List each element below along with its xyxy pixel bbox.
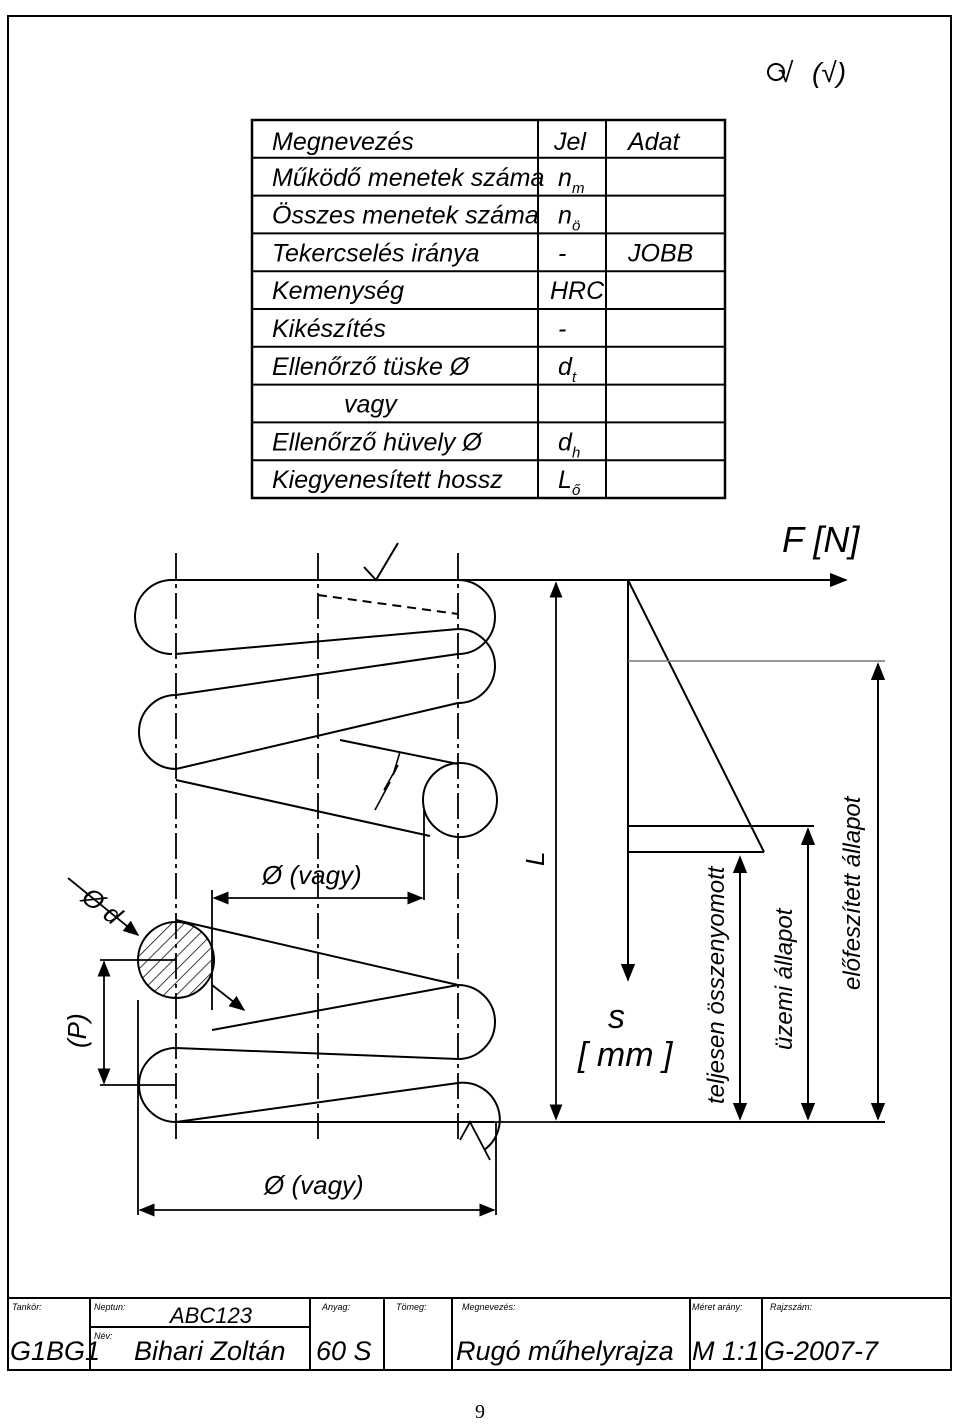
wire-diameter-label: Ø d bbox=[76, 880, 129, 931]
material-value: 60 S bbox=[316, 1336, 372, 1366]
force-axis-label: F [N] bbox=[782, 519, 860, 560]
center-lines bbox=[175, 553, 459, 1140]
group-value: G1BG1 bbox=[10, 1336, 100, 1366]
row-name: Kikészítés bbox=[272, 315, 386, 343]
drawing-number-value: G-2007-7 bbox=[764, 1336, 879, 1366]
name-label: Név: bbox=[94, 1331, 113, 1341]
row-name: Kiegyenesített hossz bbox=[272, 466, 503, 494]
table-row: Tekercselés iránya - JOBB bbox=[272, 239, 693, 267]
row-symbol-subscript: h bbox=[572, 444, 580, 461]
material-label: Anyag: bbox=[321, 1302, 351, 1312]
row-symbol-subscript: ő bbox=[572, 482, 581, 499]
title-block bbox=[7, 1297, 952, 1371]
row-name: Összes menetek száma bbox=[272, 202, 539, 230]
row-symbol-subscript: t bbox=[572, 369, 577, 386]
row-symbol: HRC bbox=[550, 277, 605, 305]
scale-value: M 1:1 bbox=[692, 1336, 760, 1366]
state-preloaded: előfeszített állapot bbox=[839, 795, 866, 990]
row-symbol-subscript: m bbox=[572, 180, 585, 197]
inner-diameter-label: Ø (vagy) bbox=[261, 860, 362, 890]
table-header-value: Adat bbox=[626, 128, 680, 156]
surface-roughness-marks: √ (√) bbox=[767, 57, 846, 88]
force-travel-diagram bbox=[494, 572, 886, 1123]
spec-table: Megnevezés Jel Adat Működő menetek száma… bbox=[250, 118, 727, 500]
roughness-alternate-symbol: (√) bbox=[812, 57, 846, 88]
row-name: Működő menetek száma bbox=[272, 164, 544, 192]
row-symbol: d bbox=[558, 428, 573, 456]
row-name: Tekercselés iránya bbox=[272, 239, 480, 267]
group-label: Tankör: bbox=[12, 1302, 42, 1312]
scale-label: Méret arány: bbox=[692, 1302, 743, 1312]
row-symbol: d bbox=[558, 353, 573, 381]
title-block-text: Tankör: G1BG1 Neptun: ABC123 Név: Bihari… bbox=[10, 1302, 879, 1366]
state-operating: üzemi állapot bbox=[771, 907, 798, 1050]
row-name: Ellenőrző hüvely Ø bbox=[272, 428, 483, 456]
neptun-value: ABC123 bbox=[168, 1303, 253, 1328]
mass-label: Tömeg: bbox=[396, 1302, 427, 1312]
table-header-symbol: Jel bbox=[553, 128, 587, 156]
row-name: Kemenység bbox=[272, 277, 404, 305]
page-number: 9 bbox=[475, 1401, 485, 1423]
outer-diameter-label: Ø (vagy) bbox=[263, 1170, 364, 1200]
table-row: vagy bbox=[344, 391, 398, 419]
travel-axis-unit: [ mm ] bbox=[577, 1036, 674, 1074]
title-label: Megnevezés: bbox=[462, 1302, 516, 1312]
row-symbol-subscript: ö bbox=[572, 218, 580, 235]
roughness-main-symbol: √ bbox=[778, 57, 794, 88]
row-symbol: L bbox=[558, 466, 572, 494]
row-symbol: - bbox=[558, 239, 566, 267]
table-row: Kikészítés - bbox=[272, 315, 566, 343]
row-name: vagy bbox=[344, 391, 398, 419]
dimension-lines bbox=[67, 579, 563, 1217]
drawing-number-label: Rajzszám: bbox=[770, 1302, 813, 1312]
pitch-label: (P) bbox=[62, 1013, 92, 1048]
table-row: Kemenység HRC bbox=[272, 277, 605, 305]
row-symbol: - bbox=[558, 315, 566, 343]
row-symbol: n bbox=[558, 202, 572, 230]
row-name: Ellenőrző tüske Ø bbox=[272, 353, 471, 381]
travel-axis-label: s bbox=[608, 998, 625, 1036]
row-value: JOBB bbox=[627, 239, 693, 267]
title-value: Rugó műhelyrajza bbox=[456, 1336, 674, 1366]
state-fully-compressed: teljesen összenyomott bbox=[703, 865, 730, 1104]
neptun-label: Neptun: bbox=[94, 1302, 126, 1312]
row-symbol: n bbox=[558, 164, 572, 192]
name-value: Bihari Zoltán bbox=[134, 1336, 286, 1366]
length-label: L bbox=[520, 852, 550, 866]
table-header-name: Megnevezés bbox=[272, 128, 414, 156]
